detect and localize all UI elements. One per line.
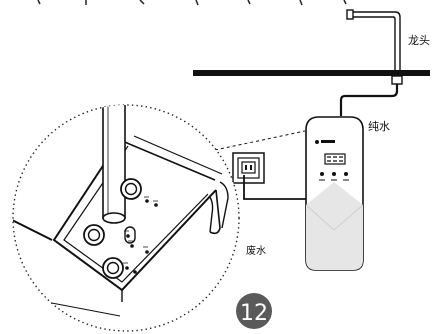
step-number: 12: [240, 301, 268, 326]
power-cord: [243, 175, 306, 200]
step-badge: 12: [236, 293, 272, 329]
water-purifier-icon: [305, 116, 364, 271]
pure-water-label: 纯水: [368, 120, 390, 133]
faucet-icon: [346, 9, 403, 85]
faucet-label: 龙头: [408, 34, 430, 47]
wall-socket-icon: [232, 152, 265, 184]
cropped-text-fragment: [37, 0, 347, 6]
magnifier-circle: [12, 104, 240, 332]
waste-water-label: 废水: [246, 244, 266, 257]
pure-water-pipe: [339, 84, 399, 116]
countertop: [193, 70, 430, 76]
leader-line: [214, 130, 306, 151]
